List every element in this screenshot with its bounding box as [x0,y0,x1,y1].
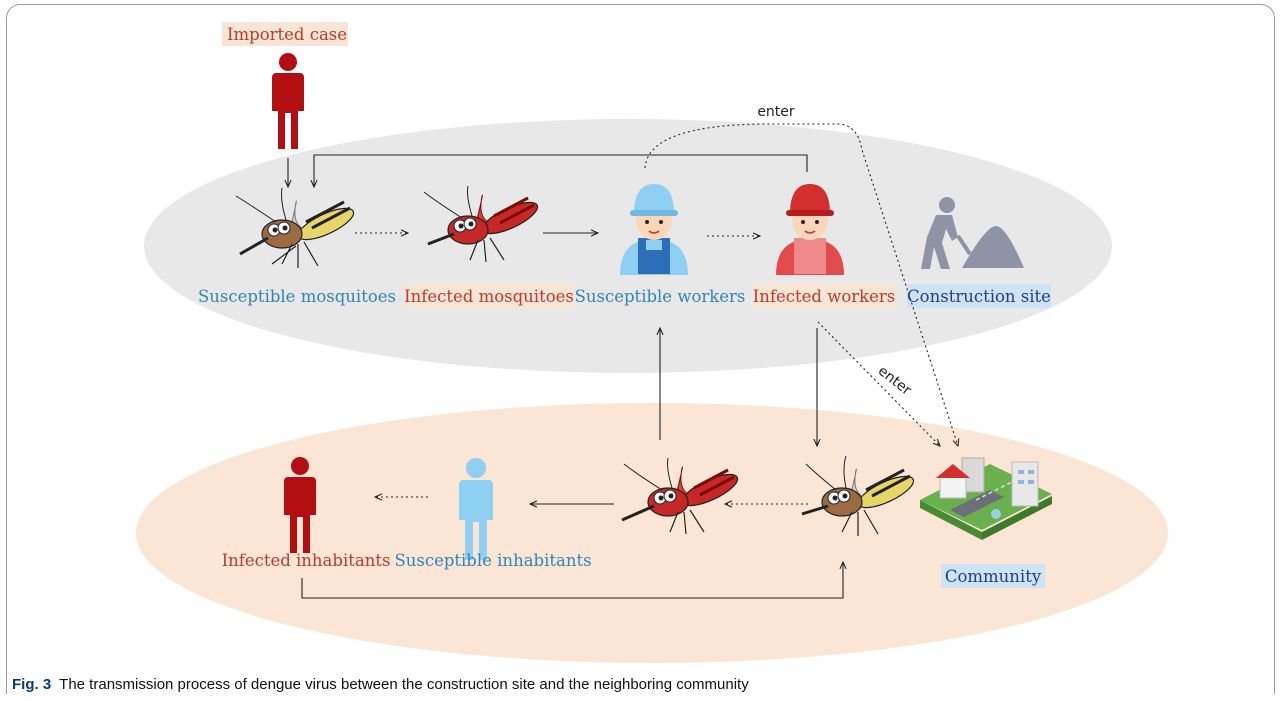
susceptible-worker-icon [620,184,688,275]
label-infected-mosquitoes: Infected mosquitoes [404,287,574,306]
infected-mosquito-icon [423,185,539,263]
infected-mosquito-icon [621,457,739,535]
figure-number: Fig. 3 [12,676,52,693]
arrows [288,123,958,599]
construction-site-icon [921,197,1024,269]
figure-frame [6,4,1275,694]
label-imported-case: Imported case [227,25,347,44]
community-icon [920,457,1052,540]
construction-site-ellipse [144,119,1112,373]
label-enter-top: enter [757,104,795,120]
arrow-inhabitants-to-mosquito [301,562,843,599]
susceptible-mosquito-icon [235,187,355,268]
label-susceptible-workers: Susceptible workers [575,287,746,306]
caption-text: The transmission process of dengue virus… [59,676,749,693]
arrow-workers-to-mosquitoes [314,154,808,187]
imported-case-person-icon [272,53,304,149]
arrow-enter-diagonal [817,321,940,446]
label-infected-inhabitants: Infected inhabitants [222,551,391,570]
infected-worker-icon [776,184,844,275]
label-construction-site: Construction site [907,287,1051,306]
label-enter-diagonal: enter [875,363,914,399]
susceptible-mosquito-icon [801,455,915,536]
figure-caption: Fig. 3 The transmission process of dengue… [12,676,749,693]
susceptible-inhabitant-person-icon [459,458,493,560]
label-susceptible-inhabitants: Susceptible inhabitants [394,551,591,570]
label-susceptible-mosquitoes: Susceptible mosquitoes [198,287,396,306]
label-infected-workers: Infected workers [753,287,896,306]
infected-inhabitant-person-icon [284,457,316,553]
label-community: Community [945,567,1042,586]
arrow-enter-curve [644,123,958,446]
